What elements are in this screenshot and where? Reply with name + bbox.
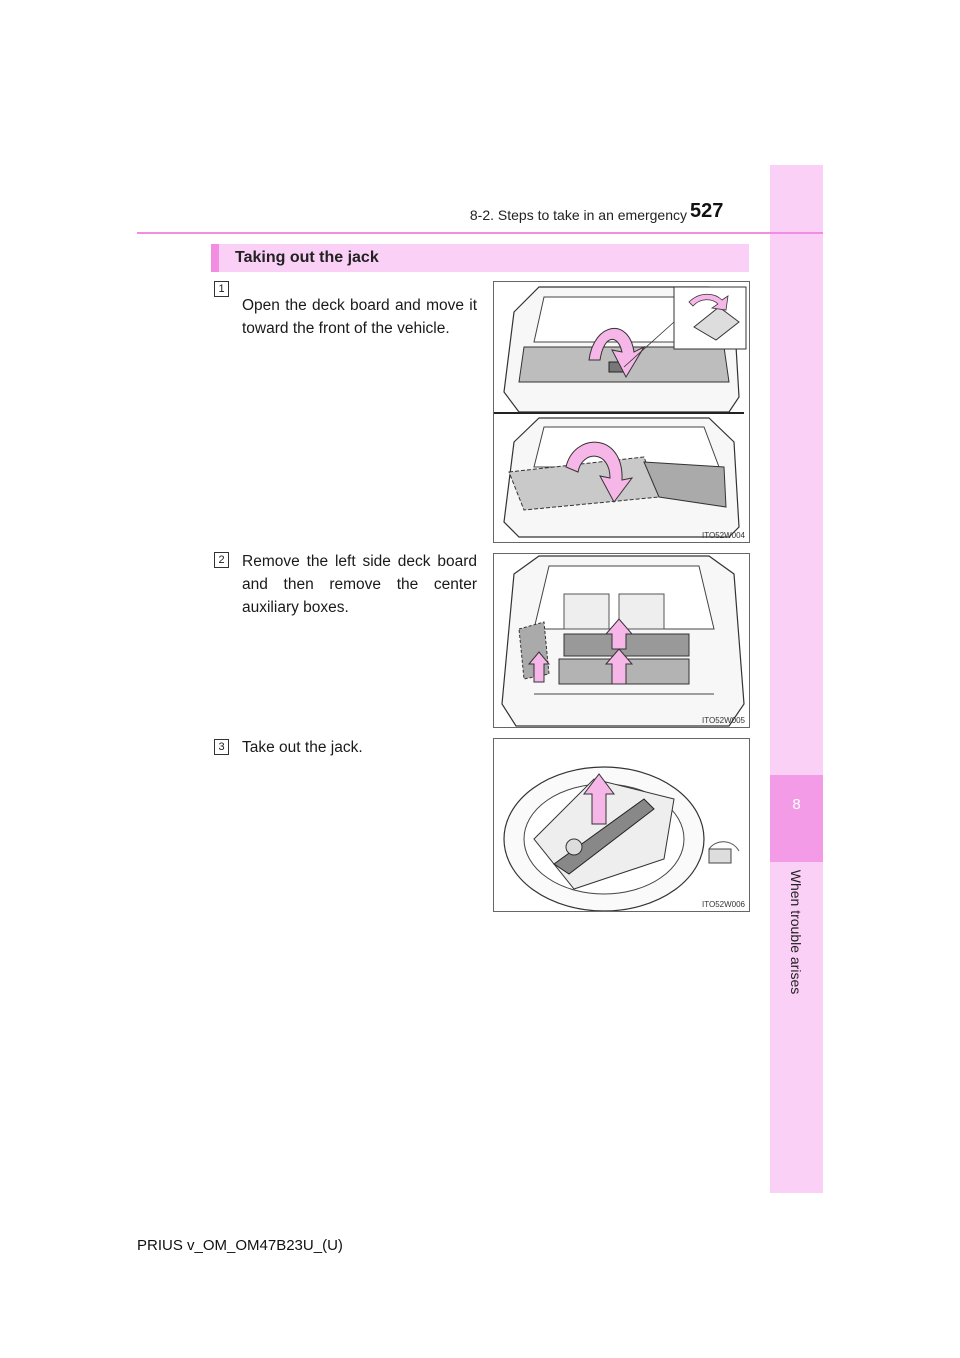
chapter-number-tab <box>770 775 823 862</box>
step-number-2: 2 <box>214 552 229 568</box>
chapter-label: When trouble arises <box>788 869 804 995</box>
figure-step-2: ITO52W005 <box>493 553 750 728</box>
step-text-3: Take out the jack. <box>242 739 363 756</box>
illustration-remove-auxiliary-boxes <box>501 555 745 727</box>
figure-step-3: ITO52W006 <box>493 738 750 912</box>
figure-code-1: ITO52W004 <box>702 531 745 540</box>
step-number-1: 1 <box>214 281 229 297</box>
chapter-number: 8 <box>792 796 801 813</box>
header-rule <box>137 232 823 234</box>
illustration-take-out-jack <box>503 766 740 911</box>
figure-code-3: ITO52W006 <box>702 900 745 909</box>
chapter-side-tab <box>770 165 823 1193</box>
illustration-open-deck-board <box>494 286 747 538</box>
step-text-1: Open the deck board and move it toward t… <box>242 297 477 337</box>
figure-code-2: ITO52W005 <box>702 716 745 725</box>
document-id: PRIUS v_OM_OM47B23U_(U) <box>137 1237 343 1254</box>
heading-bar: Taking out the jack <box>211 244 749 272</box>
figure-step-1: ITO52W004 <box>493 281 750 543</box>
step-text-2: Remove the left side deck board and then… <box>242 553 477 616</box>
step-number-3: 3 <box>214 739 229 755</box>
heading-title: Taking out the jack <box>235 249 379 266</box>
section-title: 8-2. Steps to take in an emergency <box>469 207 687 223</box>
page-number: 527 <box>690 200 724 222</box>
